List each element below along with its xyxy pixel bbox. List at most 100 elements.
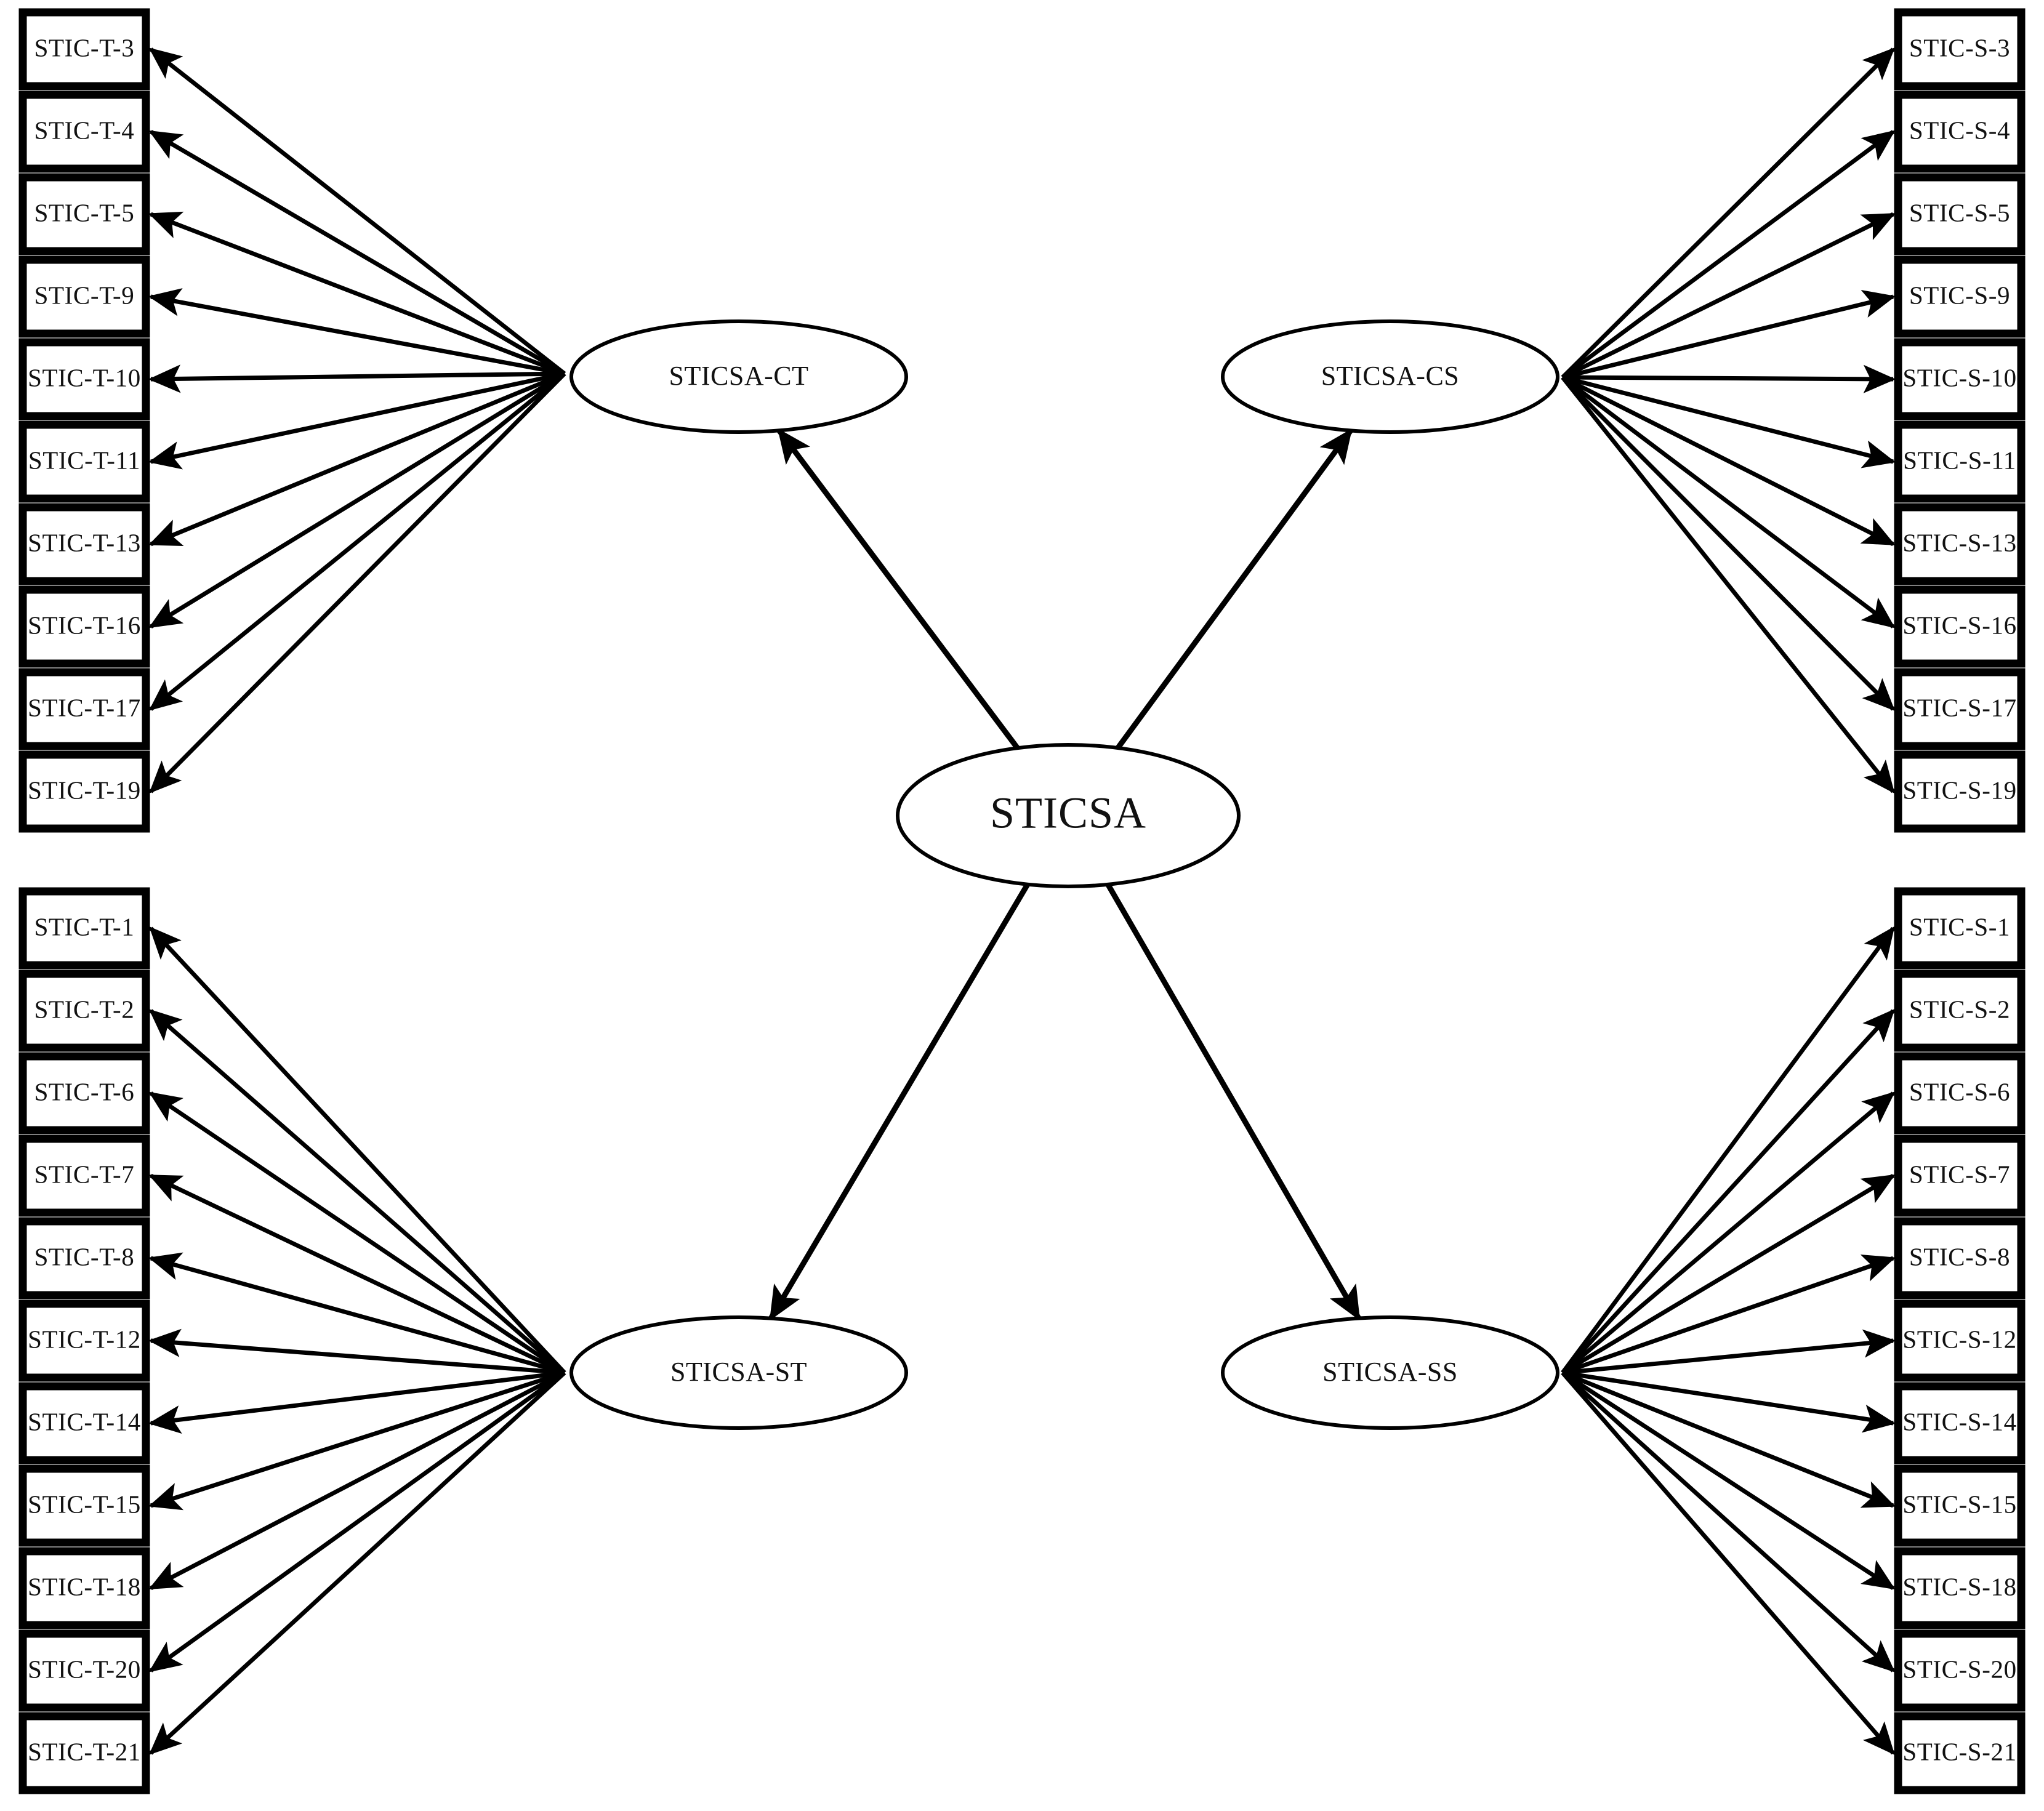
indicator-box [18, 1712, 150, 1794]
factor-loading-arrow [1561, 926, 1895, 1375]
indicator-label: STIC-S-20 [1902, 1655, 2016, 1683]
factor-loading-arrow [148, 1370, 565, 1434]
indicator-label: STIC-S-8 [1909, 1242, 2010, 1271]
indicator-label: STIC-S-11 [1903, 446, 2016, 474]
structural-path-arrows [768, 428, 1361, 1321]
factor-loading-arrow [1561, 1370, 1896, 1508]
indicator-box [1894, 1134, 2026, 1217]
factor-loading-arrow [149, 372, 566, 793]
latent-factor-ellipse [896, 743, 1241, 888]
factor-loading-arrow [1562, 1329, 1896, 1375]
factor-loading-arrow [148, 1009, 566, 1375]
indicator-box [1894, 1382, 2026, 1464]
indicator-label: STIC-T-17 [28, 693, 141, 721]
factor-loading-arrow [1562, 375, 1896, 468]
indicator-box [18, 1134, 150, 1217]
indicator-box [18, 1217, 150, 1299]
factor-loading-arrow [148, 371, 565, 470]
factor-loading-arrow [148, 1328, 565, 1375]
factor-loading-arrow [1561, 1173, 1896, 1375]
indicator-box [18, 1299, 150, 1382]
indicator-box [18, 1629, 150, 1712]
indicator-label: STIC-S-16 [1902, 611, 2016, 639]
indicator-label: STIC-T-4 [34, 116, 135, 144]
indicator-box [1894, 503, 2026, 585]
factor-loading-arrow [148, 364, 565, 393]
factor-loading-arrow [148, 1371, 566, 1672]
latent-factor-label: STICSA-ST [670, 1357, 807, 1387]
structural-path-arrow [1116, 428, 1353, 750]
indicator-box [1894, 420, 2026, 503]
indicator-label: STIC-S-15 [1902, 1490, 2016, 1518]
latent-factor-label: STICSA-CS [1321, 361, 1460, 391]
indicator-label: STIC-S-7 [1909, 1160, 2010, 1188]
indicator-box [1894, 887, 2026, 970]
indicator-label: STIC-S-12 [1902, 1325, 2016, 1353]
indicator-label: STIC-T-2 [34, 995, 135, 1023]
indicator-box [1894, 1712, 2026, 1794]
indicator-box [1894, 585, 2026, 668]
factor-loading-arrow [148, 371, 566, 547]
indicator-label: STIC-T-15 [28, 1490, 141, 1518]
factor-loading-arrow [148, 1370, 566, 1511]
factor-loading-arrow [149, 926, 566, 1375]
indicator-label: STIC-T-18 [28, 1572, 141, 1600]
factor-loading-arrow [1561, 375, 1895, 794]
indicator-boxes: STIC-T-3STIC-T-4STIC-T-5STIC-T-9STIC-T-1… [18, 8, 2026, 1794]
indicator-box [1894, 8, 2026, 90]
indicator-label: STIC-S-9 [1909, 281, 2010, 309]
indicator-box [18, 338, 150, 420]
indicator-label: STIC-T-3 [34, 33, 135, 62]
factor-loading-arrow [1562, 1370, 1896, 1433]
structural-path-arrow [776, 428, 1020, 750]
factor-loading-arrow [1561, 1371, 1896, 1590]
factor-loading-arrow [1561, 1371, 1896, 1672]
factor-loading-arrow [1561, 1008, 1895, 1375]
indicator-label: STIC-S-1 [1909, 912, 2010, 941]
indicator-label: STIC-S-17 [1902, 693, 2016, 721]
indicator-label: STIC-T-19 [28, 776, 141, 804]
factor-loading-arrow [1561, 212, 1896, 380]
indicator-label: STIC-T-11 [28, 446, 140, 474]
indicator-label: STIC-T-14 [28, 1407, 141, 1436]
latent-factor-ellipse [569, 319, 908, 434]
latent-factor-ellipse [569, 1315, 908, 1430]
factor-loading-arrow [1561, 1371, 1895, 1756]
indicator-box [18, 1382, 150, 1464]
indicator-box [18, 887, 150, 970]
indicator-label: STIC-T-6 [34, 1077, 135, 1106]
factor-loading-arrow [148, 1370, 566, 1591]
latent-factor-label: STICSA-SS [1322, 1357, 1458, 1387]
indicator-box [18, 1052, 150, 1134]
indicator-box [18, 420, 150, 503]
factor-loading-arrow [148, 372, 566, 711]
indicator-label: STIC-S-21 [1902, 1737, 2016, 1765]
factor-loading-arrow [148, 211, 566, 376]
indicator-box [18, 90, 150, 173]
factor-loading-arrow [1561, 375, 1895, 711]
indicator-box [18, 173, 150, 255]
indicator-box [1894, 1217, 2026, 1299]
factor-loading-arrows [148, 47, 1896, 1756]
indicator-box [1894, 255, 2026, 338]
indicator-label: STIC-T-20 [28, 1655, 141, 1683]
indicator-label: STIC-T-10 [28, 363, 141, 392]
indicator-box [1894, 1464, 2026, 1547]
factor-loading-arrow [148, 1371, 566, 1755]
latent-factor-label: STICSA [990, 789, 1146, 838]
factor-loading-arrow [1561, 1091, 1896, 1375]
indicator-label: STIC-T-1 [34, 912, 135, 941]
indicator-label: STIC-S-3 [1909, 33, 2010, 62]
indicator-label: STIC-T-16 [28, 611, 141, 639]
indicator-label: STIC-T-7 [34, 1160, 135, 1188]
indicator-label: STIC-S-13 [1902, 528, 2016, 556]
factor-loading-arrow [1562, 290, 1896, 380]
indicator-label: STIC-S-18 [1902, 1572, 2016, 1600]
indicator-box [1894, 970, 2026, 1052]
structural-path-arrow [1105, 883, 1361, 1321]
factor-loading-arrow [1561, 375, 1896, 628]
indicator-label: STIC-S-14 [1902, 1407, 2016, 1436]
